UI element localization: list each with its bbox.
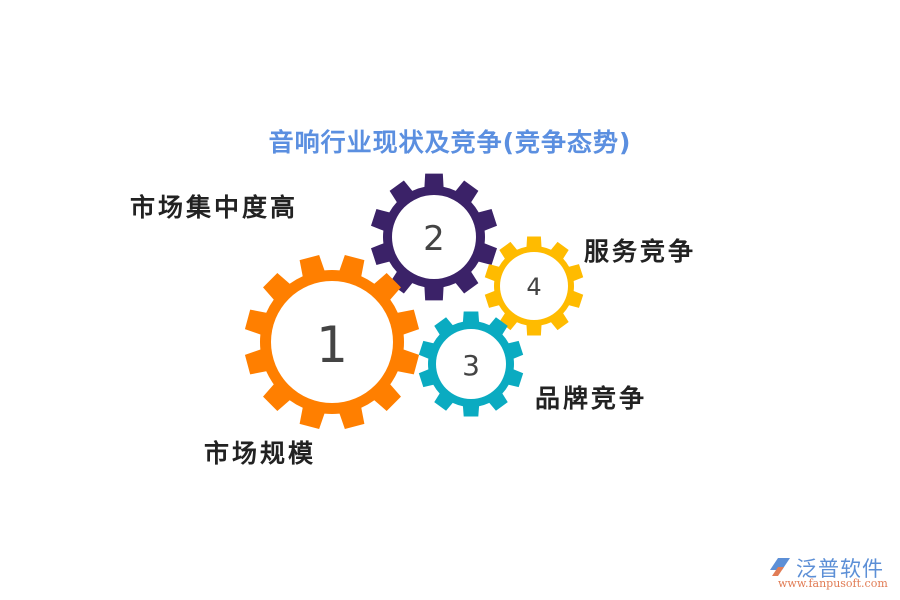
diagram-title: 音响行业现状及竞争(竞争态势)	[268, 128, 632, 157]
label-brand-competition: 品牌竞争	[535, 384, 648, 413]
logo-name: 泛普软件	[796, 557, 884, 581]
gear-2-number: 2	[423, 219, 445, 259]
gear-1-icon	[244, 254, 420, 430]
fanpu-logo-icon	[770, 558, 790, 576]
label-service-competition: 服务竞争	[584, 237, 697, 266]
label-market-size: 市场规模	[204, 439, 317, 468]
gear-4-icon	[484, 236, 584, 336]
gear-3-number: 3	[462, 349, 480, 382]
gear-3-icon	[418, 311, 524, 417]
label-market-concentration: 市场集中度高	[130, 193, 299, 222]
gear-1-number: 1	[316, 316, 348, 374]
gear-4-number: 4	[526, 273, 541, 301]
fanpu-logo: 泛普软件 www.fanpusoft.com	[768, 553, 898, 595]
gear-2-icon	[370, 173, 498, 301]
logo-url: www.fanpusoft.com	[778, 577, 888, 590]
